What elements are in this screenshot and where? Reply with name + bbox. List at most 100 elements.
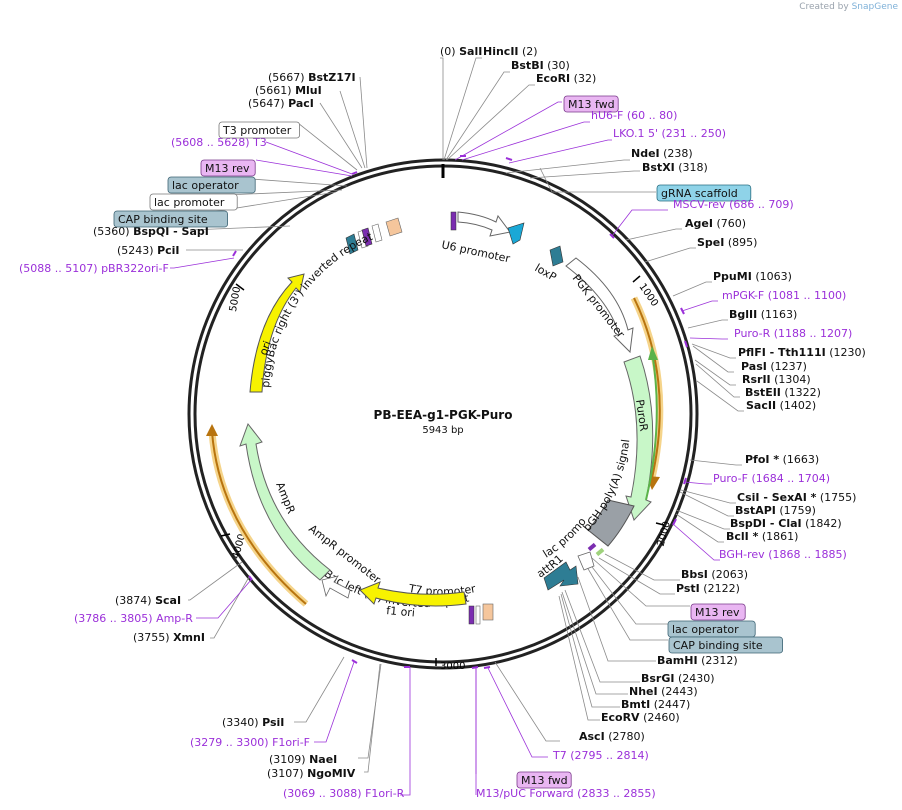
label-rsrii-name: RsrII — [742, 373, 771, 386]
label-m13rev-r-text: M13 rev — [695, 606, 740, 619]
label-xmni-pos: (3755) — [133, 631, 170, 644]
label-t3prom-box — [218, 121, 300, 139]
label-csii: CsiI - SexAI * (1755) — [737, 491, 856, 504]
feature-u6-arrow — [457, 211, 511, 237]
label-pbr322: (5088 .. 5107) pBR322ori-F — [19, 262, 169, 275]
label-ppumi: PpuMI (1063) — [713, 270, 792, 283]
label-rsrii-pos: (1304) — [774, 373, 811, 386]
label-ecori: EcoRI (32) — [536, 72, 596, 85]
label-pfoi: PfoI * (1663) — [745, 453, 819, 466]
label-ngomiv-pos: (3107) — [267, 767, 304, 780]
label-pasi: PasI (1237) — [741, 360, 807, 373]
label-f1orir-pos: (3069 .. 3088) — [283, 787, 362, 800]
label-ndei-pos: (238) — [663, 147, 693, 160]
label-bghrev-pos: (1868 .. 1885) — [768, 548, 847, 561]
feature-orange-arrow-left — [211, 431, 307, 605]
features: U6 promoter loxP PGK promoter PuroR bGH … — [0, 0, 664, 625]
tick-5000: 5000 — [228, 286, 243, 313]
label-m13fwd-top-box — [563, 95, 619, 113]
label-bglii-name: BglII — [729, 308, 757, 321]
feature-puror-green-head — [648, 346, 658, 360]
label-lacprom-l-box — [149, 193, 238, 211]
label-ecorv-name: EcoRV — [601, 711, 640, 724]
label-sacii-name: SacII — [746, 399, 776, 412]
label-bcli-pos: (1861) — [762, 530, 799, 543]
label-rsrii: RsrII (1304) — [742, 373, 811, 386]
label-bmti: BmtI (2447) — [621, 698, 690, 711]
label-psti-name: PstI — [676, 582, 700, 595]
label-sacii: SacII (1402) — [746, 399, 816, 412]
label-m13fwd-top: M13 fwd — [563, 95, 619, 113]
label-purof-name: Puro-F — [713, 472, 748, 485]
feature-f1ori-label: f1 ori — [386, 604, 416, 619]
label-m13puc-name: M13/pUC Forward — [476, 787, 574, 800]
label-spei-pos: (895) — [728, 236, 758, 249]
label-m13fwd-b: M13 fwd — [516, 771, 572, 789]
label-pcii-pos: (5243) — [117, 244, 154, 257]
label-pbr322-name: pBR322ori-F — [101, 262, 169, 275]
label-bsteii: BstEII (1322) — [745, 386, 821, 399]
label-bspdi-name: BspDI - ClaI — [730, 517, 802, 530]
label-pfoi-name: PfoI * — [745, 453, 779, 466]
label-t7-name: T7 — [552, 749, 567, 762]
label-bcli-name: BclI * — [726, 530, 759, 543]
label-pasi-pos: (1237) — [770, 360, 807, 373]
label-asci-name: AscI — [579, 730, 605, 743]
label-t3-pos: (5608 .. 5628) — [171, 136, 250, 149]
label-lacop-l: lac operator — [167, 176, 256, 194]
feature-pbr-m13 — [361, 227, 373, 247]
feature-f1ori-arrow — [359, 581, 467, 607]
label-mpgkf-name: mPGK-F — [722, 289, 764, 302]
label-bstxi-pos: (318) — [678, 161, 708, 174]
feature-hu6-mark — [450, 211, 457, 231]
mark-purof — [683, 477, 687, 485]
label-lacop-l-text: lac operator — [172, 179, 239, 192]
label-agei-pos: (760) — [716, 217, 746, 230]
label-cap-r-box — [668, 636, 783, 654]
mark-t3 — [351, 171, 358, 175]
label-hincii: HincII (2) — [483, 45, 538, 58]
watermark-prefix: Created by — [799, 2, 849, 12]
label-spei-name: SpeI — [697, 236, 724, 249]
label-bstbi: BstBI (30) — [511, 59, 570, 72]
label-m13rev-l-text: M13 rev — [205, 162, 250, 175]
mark-puror — [684, 340, 688, 348]
mark-pbr322 — [232, 250, 237, 257]
label-purof-pos: (1684 .. 1704) — [751, 472, 830, 485]
label-f1orif: (3279 .. 3300) F1ori-F — [190, 736, 310, 749]
label-bmti-pos: (2447) — [654, 698, 691, 711]
label-mpgkf-pos: (1081 .. 1100) — [768, 289, 847, 302]
label-lko15: LKO.1 5' (231 .. 250) — [613, 127, 726, 140]
label-bstbi-name: BstBI — [511, 59, 544, 72]
label-ngomiv-name: NgoMIV — [307, 767, 356, 780]
label-grna-box — [656, 184, 752, 202]
label-bamhi-pos: (2312) — [701, 654, 738, 667]
label-hu6f-name: hU6-F — [591, 109, 623, 122]
label-t7-pos: (2795 .. 2814) — [570, 749, 649, 762]
label-sali-pos: (0) — [440, 45, 456, 58]
label-bspqi-pos: (5360) — [93, 225, 130, 238]
feature-loxp — [549, 245, 564, 267]
label-bstz17i-name: BstZ17I — [308, 71, 356, 84]
label-agei: AgeI (760) — [685, 217, 746, 230]
label-ecori-name: EcoRI — [536, 72, 570, 85]
label-lacop-l-box — [167, 176, 256, 194]
label-bspdi: BspDI - ClaI (1842) — [730, 517, 842, 530]
label-pcii: (5243) PciI — [117, 244, 180, 257]
label-pbr322-pos: (5088 .. 5107) — [19, 262, 98, 275]
label-agei-name: AgeI — [685, 217, 713, 230]
feature-orange-head-left — [206, 424, 218, 436]
label-bglii: BglII (1163) — [729, 308, 797, 321]
label-m13fwd-b-box — [516, 771, 572, 789]
feature-amprom-arrow — [321, 575, 351, 599]
label-psii-name: PsiI — [262, 716, 284, 729]
label-lacop-r: lac operator — [667, 620, 756, 638]
label-bspdi-pos: (1842) — [805, 517, 842, 530]
mark-lko15 — [505, 157, 513, 161]
label-sali-name: SalI — [459, 45, 482, 58]
label-mscvrev-name: MSCV-rev — [673, 198, 726, 211]
label-xmni-name: XmnI — [173, 631, 205, 644]
feature-pbr-t3 — [371, 223, 383, 243]
